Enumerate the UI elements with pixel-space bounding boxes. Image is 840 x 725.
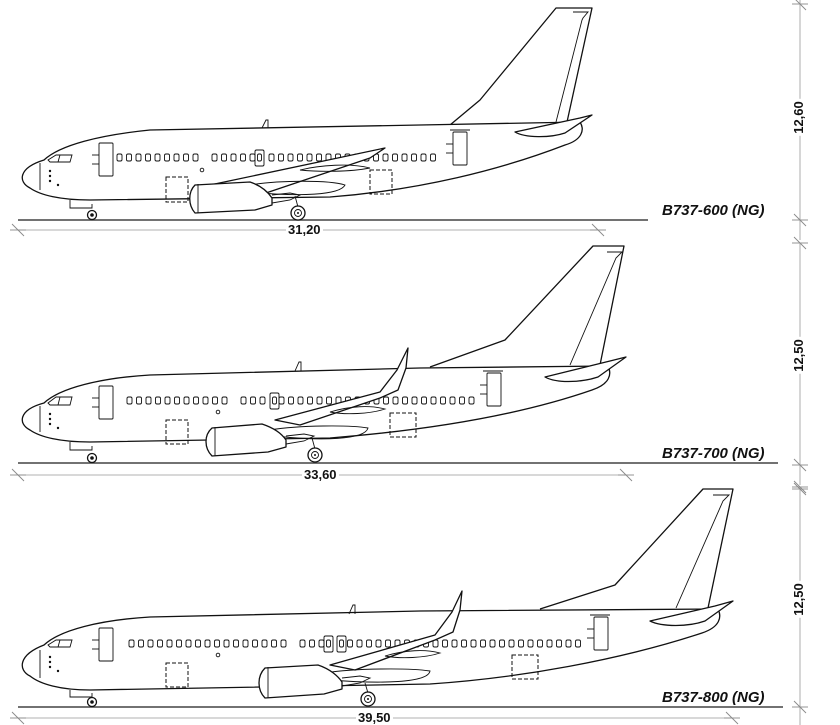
cabin-windows [116, 149, 436, 167]
horizontal-stabilizer [544, 356, 627, 383]
height-value-b737-800: 12,50 [790, 581, 806, 618]
wing-with-winglet [329, 590, 463, 671]
aircraft-label-b737-700: B737-700 (NG) [662, 445, 765, 462]
cabin-windows [128, 635, 581, 653]
fuselage [21, 608, 721, 691]
height-value-b737-700: 12,50 [790, 337, 806, 374]
vertical-stabilizer [539, 488, 734, 610]
length-value-b737-600: 31,20 [286, 222, 323, 237]
fuselage [21, 365, 611, 443]
aircraft-label-b737-600: B737-600 (NG) [662, 202, 765, 219]
engine-nacelle [189, 181, 273, 214]
height-value-b737-600: 12,60 [790, 99, 806, 136]
length-value-b737-800: 39,50 [356, 710, 393, 725]
vertical-stabilizer [449, 7, 593, 126]
horizontal-stabilizer [649, 600, 734, 627]
aircraft-b737-700 [9, 243, 809, 494]
vertical-stabilizer [429, 245, 625, 368]
horizontal-stabilizer [514, 114, 593, 138]
wing-with-winglet [274, 347, 409, 426]
engine-nacelle [205, 423, 287, 457]
length-value-b737-700: 33,60 [302, 467, 339, 482]
aircraft-label-b737-800: B737-800 (NG) [662, 689, 765, 706]
aircraft-b737-800 [9, 482, 809, 725]
engine-nacelle [258, 664, 343, 699]
aircraft-b737-600 [9, 0, 809, 250]
